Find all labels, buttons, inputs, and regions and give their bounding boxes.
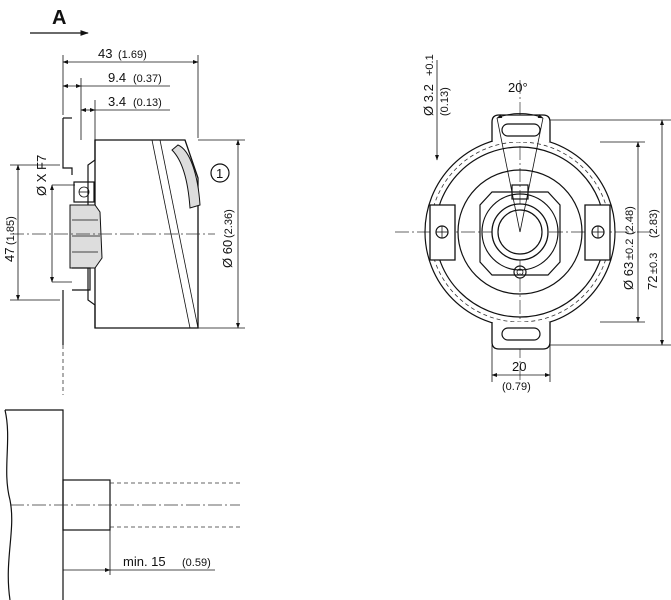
clamp-right xyxy=(584,204,611,261)
dim-depth-2: 3.4 xyxy=(108,94,126,109)
mount-view: min. 15 (0.59) xyxy=(4,409,240,600)
dim-overall-length: 43 xyxy=(98,46,112,61)
slot-top xyxy=(501,123,541,137)
dim-bolt-circle-in: (2.48) xyxy=(624,206,636,235)
dim-flange-in: (2.83) xyxy=(648,209,660,238)
dim-bolt-circle: Ø 63 xyxy=(621,262,636,290)
dim-angle: 20° xyxy=(508,80,528,95)
dim-body-dia: Ø 60 xyxy=(220,240,235,268)
ear-bottom xyxy=(491,322,551,350)
dim-slot-width: 20 xyxy=(512,359,526,374)
dim-depth-1: 9.4 xyxy=(108,70,126,85)
view-arrow-a: A xyxy=(30,7,89,36)
dim-pin-tol: +0.1 xyxy=(424,54,436,76)
front-view: 20° Ø 3.2 +0.1 (0.13) Ø 63 ±0.2 (2.48) 7… xyxy=(395,54,671,393)
dim-bolt-circle-tol: ±0.2 xyxy=(624,239,636,260)
dim-pin-dia-in: (0.13) xyxy=(439,87,451,116)
dim-pin-dia: Ø 3.2 xyxy=(421,84,436,116)
slot-bottom xyxy=(501,327,541,341)
callout-circle xyxy=(210,163,230,183)
dim-height: 47 xyxy=(2,248,17,262)
cable-outlet xyxy=(171,144,201,209)
clamp-ring xyxy=(69,204,103,269)
dim-flange: 72 xyxy=(645,276,660,290)
dim-overall-length-in: (1.69) xyxy=(118,49,147,61)
dim-min-length: min. 15 xyxy=(123,554,166,569)
dim-depth-2-in: (0.13) xyxy=(133,97,162,109)
clamp-screw xyxy=(73,181,95,203)
dim-depth-1-in: (0.37) xyxy=(133,73,162,85)
dim-min-length-in: (0.59) xyxy=(182,557,211,569)
callout-number: 1 xyxy=(216,166,223,181)
dim-body-dia-in: (2.36) xyxy=(223,209,235,238)
dim-slot-width-in: (0.79) xyxy=(502,381,531,393)
dim-height-in: (1.85) xyxy=(5,216,17,245)
dim-shaft-fit: Ø X F7 xyxy=(34,155,49,196)
side-view: 43 (1.69) 9.4 (0.37) 3.4 (0.13) Ø X F7 4… xyxy=(2,46,245,395)
clamp-left xyxy=(429,204,456,261)
view-label: A xyxy=(52,7,66,29)
dim-flange-tol: ±0.3 xyxy=(648,253,660,274)
